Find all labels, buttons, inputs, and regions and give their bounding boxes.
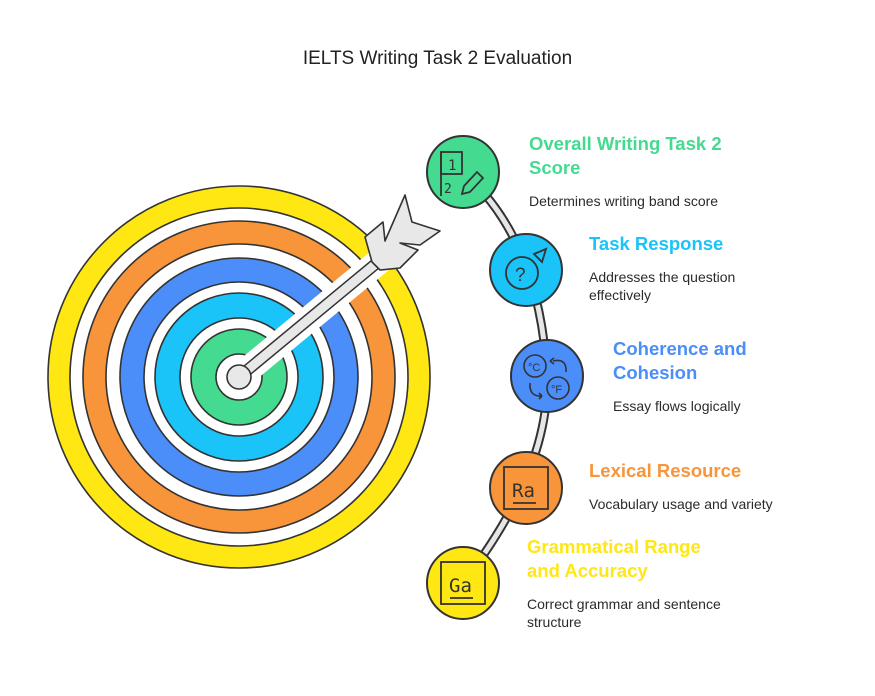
diagram-title: IELTS Writing Task 2 Evaluation: [302, 48, 573, 69]
item-grammatical-range: Grammatical Range and Accuracy Correct g…: [527, 535, 721, 631]
score-sheet-pencil-icon: 1 2: [440, 151, 485, 197]
vocabulary-ra-icon: Ra: [503, 466, 549, 510]
svg-text:Ga: Ga: [449, 575, 472, 597]
svg-text:?: ?: [515, 265, 526, 286]
item-task-response: Task Response Addresses the question eff…: [589, 232, 735, 304]
node-lexical: [489, 451, 563, 525]
svg-text:Ra: Ra: [512, 480, 535, 502]
item-heading: Overall Writing Task 2 Score: [529, 133, 722, 178]
item-description: Addresses the question effectively: [589, 269, 736, 303]
svg-text:°F: °F: [551, 384, 562, 396]
grammar-ga-icon: Ga: [440, 561, 486, 605]
item-description: Vocabulary usage and variety: [589, 496, 773, 512]
item-coherence-cohesion: Coherence and Cohesion Essay flows logic…: [613, 337, 747, 415]
temperature-conversion-icon: °C °F: [523, 354, 570, 400]
item-heading: Coherence and Cohesion: [613, 338, 747, 383]
arrow-icon: [226, 194, 441, 390]
svg-text:2: 2: [444, 182, 452, 197]
node-coherence: [510, 339, 584, 413]
item-heading: Task Response: [589, 233, 724, 254]
node-grammar: [426, 546, 500, 620]
item-heading: Grammatical Range and Accuracy: [527, 536, 701, 581]
item-lexical-resource: Lexical Resource Vocabulary usage and va…: [589, 459, 773, 513]
item-description: Correct grammar and sentence structure: [527, 596, 721, 630]
item-description: Determines writing band score: [529, 193, 719, 209]
node-task-response: [489, 233, 563, 307]
svg-text:1: 1: [448, 158, 456, 174]
svg-text:°C: °C: [528, 362, 540, 374]
item-description: Essay flows logically: [613, 398, 741, 414]
node-overall-score: [426, 135, 500, 209]
item-overall-score: Overall Writing Task 2 Score Determines …: [529, 132, 722, 210]
item-heading: Lexical Resource: [589, 460, 742, 481]
question-target-icon: ?: [505, 247, 548, 290]
